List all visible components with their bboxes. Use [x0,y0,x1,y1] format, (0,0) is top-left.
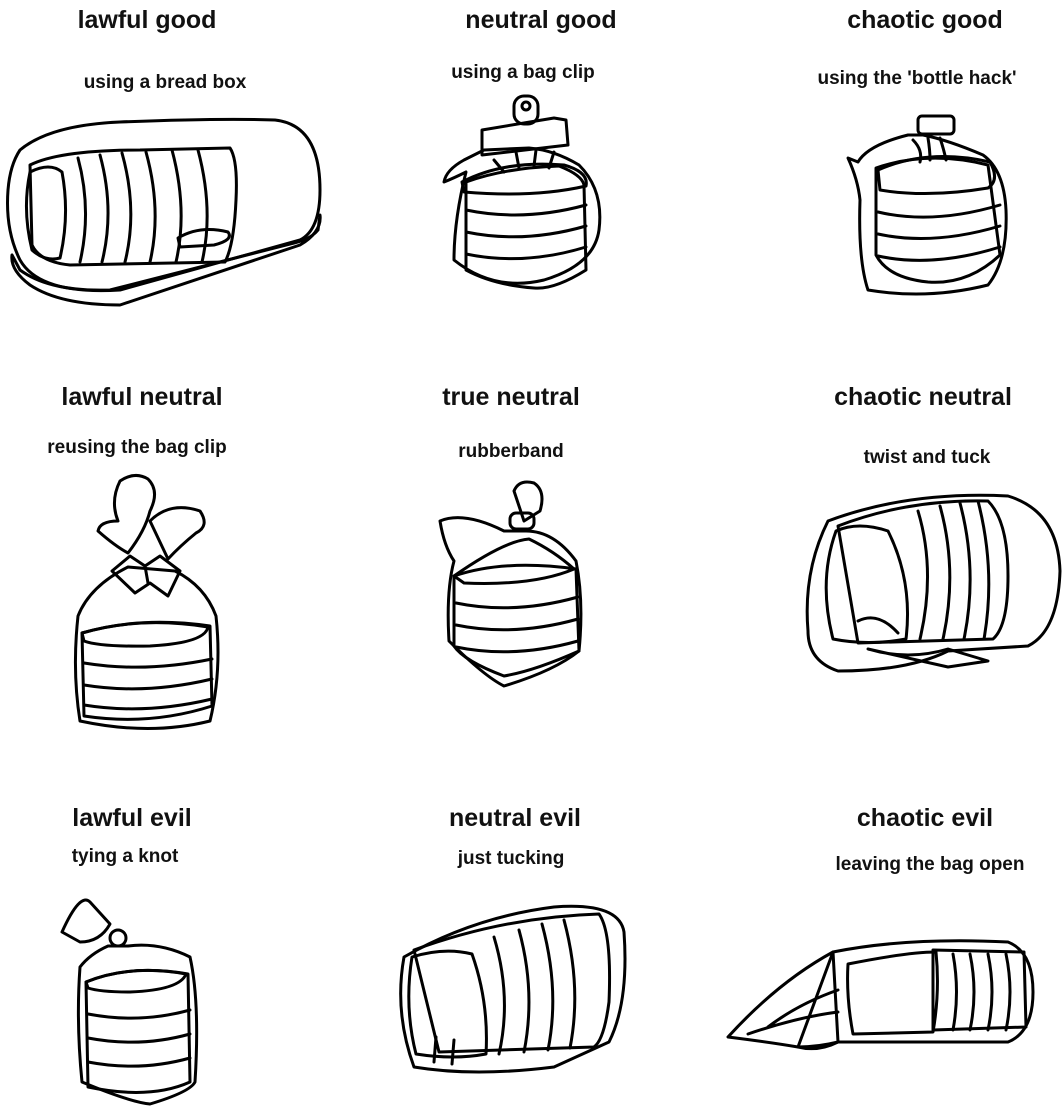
cell-caption: leaving the bag open [835,854,1025,875]
cell-title: chaotic neutral [834,383,1012,411]
bread-box-illustration [6,117,322,307]
tucking-illustration [399,904,627,1074]
cell-lawful-neutral: lawful neutral reusing the bag clip [0,371,354,742]
cell-caption: just tucking [457,848,565,869]
cell-title: lawful good [77,6,217,34]
cell-caption: tying a knot [71,846,179,867]
cell-caption: using a bag clip [451,62,595,83]
cell-title: neutral good [465,6,617,34]
twist-tuck-illustration [805,493,1062,673]
cell-neutral-evil: neutral evil just tucking [354,742,708,1113]
cell-lawful-evil: lawful evil tying a knot [0,742,354,1113]
bag-clip-illustration [442,94,602,290]
cell-chaotic-neutral: chaotic neutral twist and tuck [708,371,1062,742]
cell-title: chaotic evil [856,804,994,832]
cell-title: true neutral [442,383,580,411]
cell-chaotic-evil: chaotic evil leaving the bag open [708,742,1062,1113]
open-bag-illustration [726,939,1035,1051]
red-clip-illustration [73,474,220,730]
cell-title: neutral evil [449,804,581,832]
rubberband-illustration [438,480,583,688]
cell-neutral-good: neutral good using a bag clip [354,0,708,371]
cell-true-neutral: true neutral rubberband [354,371,708,742]
cell-title: lawful neutral [61,383,223,411]
bottle-hack-illustration [846,114,1008,296]
cell-title: chaotic good [847,6,1003,34]
cell-caption: using a bread box [83,72,247,93]
cell-chaotic-good: chaotic good using the 'bottle hack' [708,0,1062,371]
knot-illustration [60,898,199,1106]
cell-caption: using the 'bottle hack' [817,68,1017,89]
cell-title: lawful evil [72,804,192,832]
cell-lawful-good: lawful good using a bread box [0,0,354,371]
cell-caption: rubberband [458,441,564,462]
cell-caption: reusing the bag clip [47,437,227,458]
cell-caption: twist and tuck [863,447,991,468]
